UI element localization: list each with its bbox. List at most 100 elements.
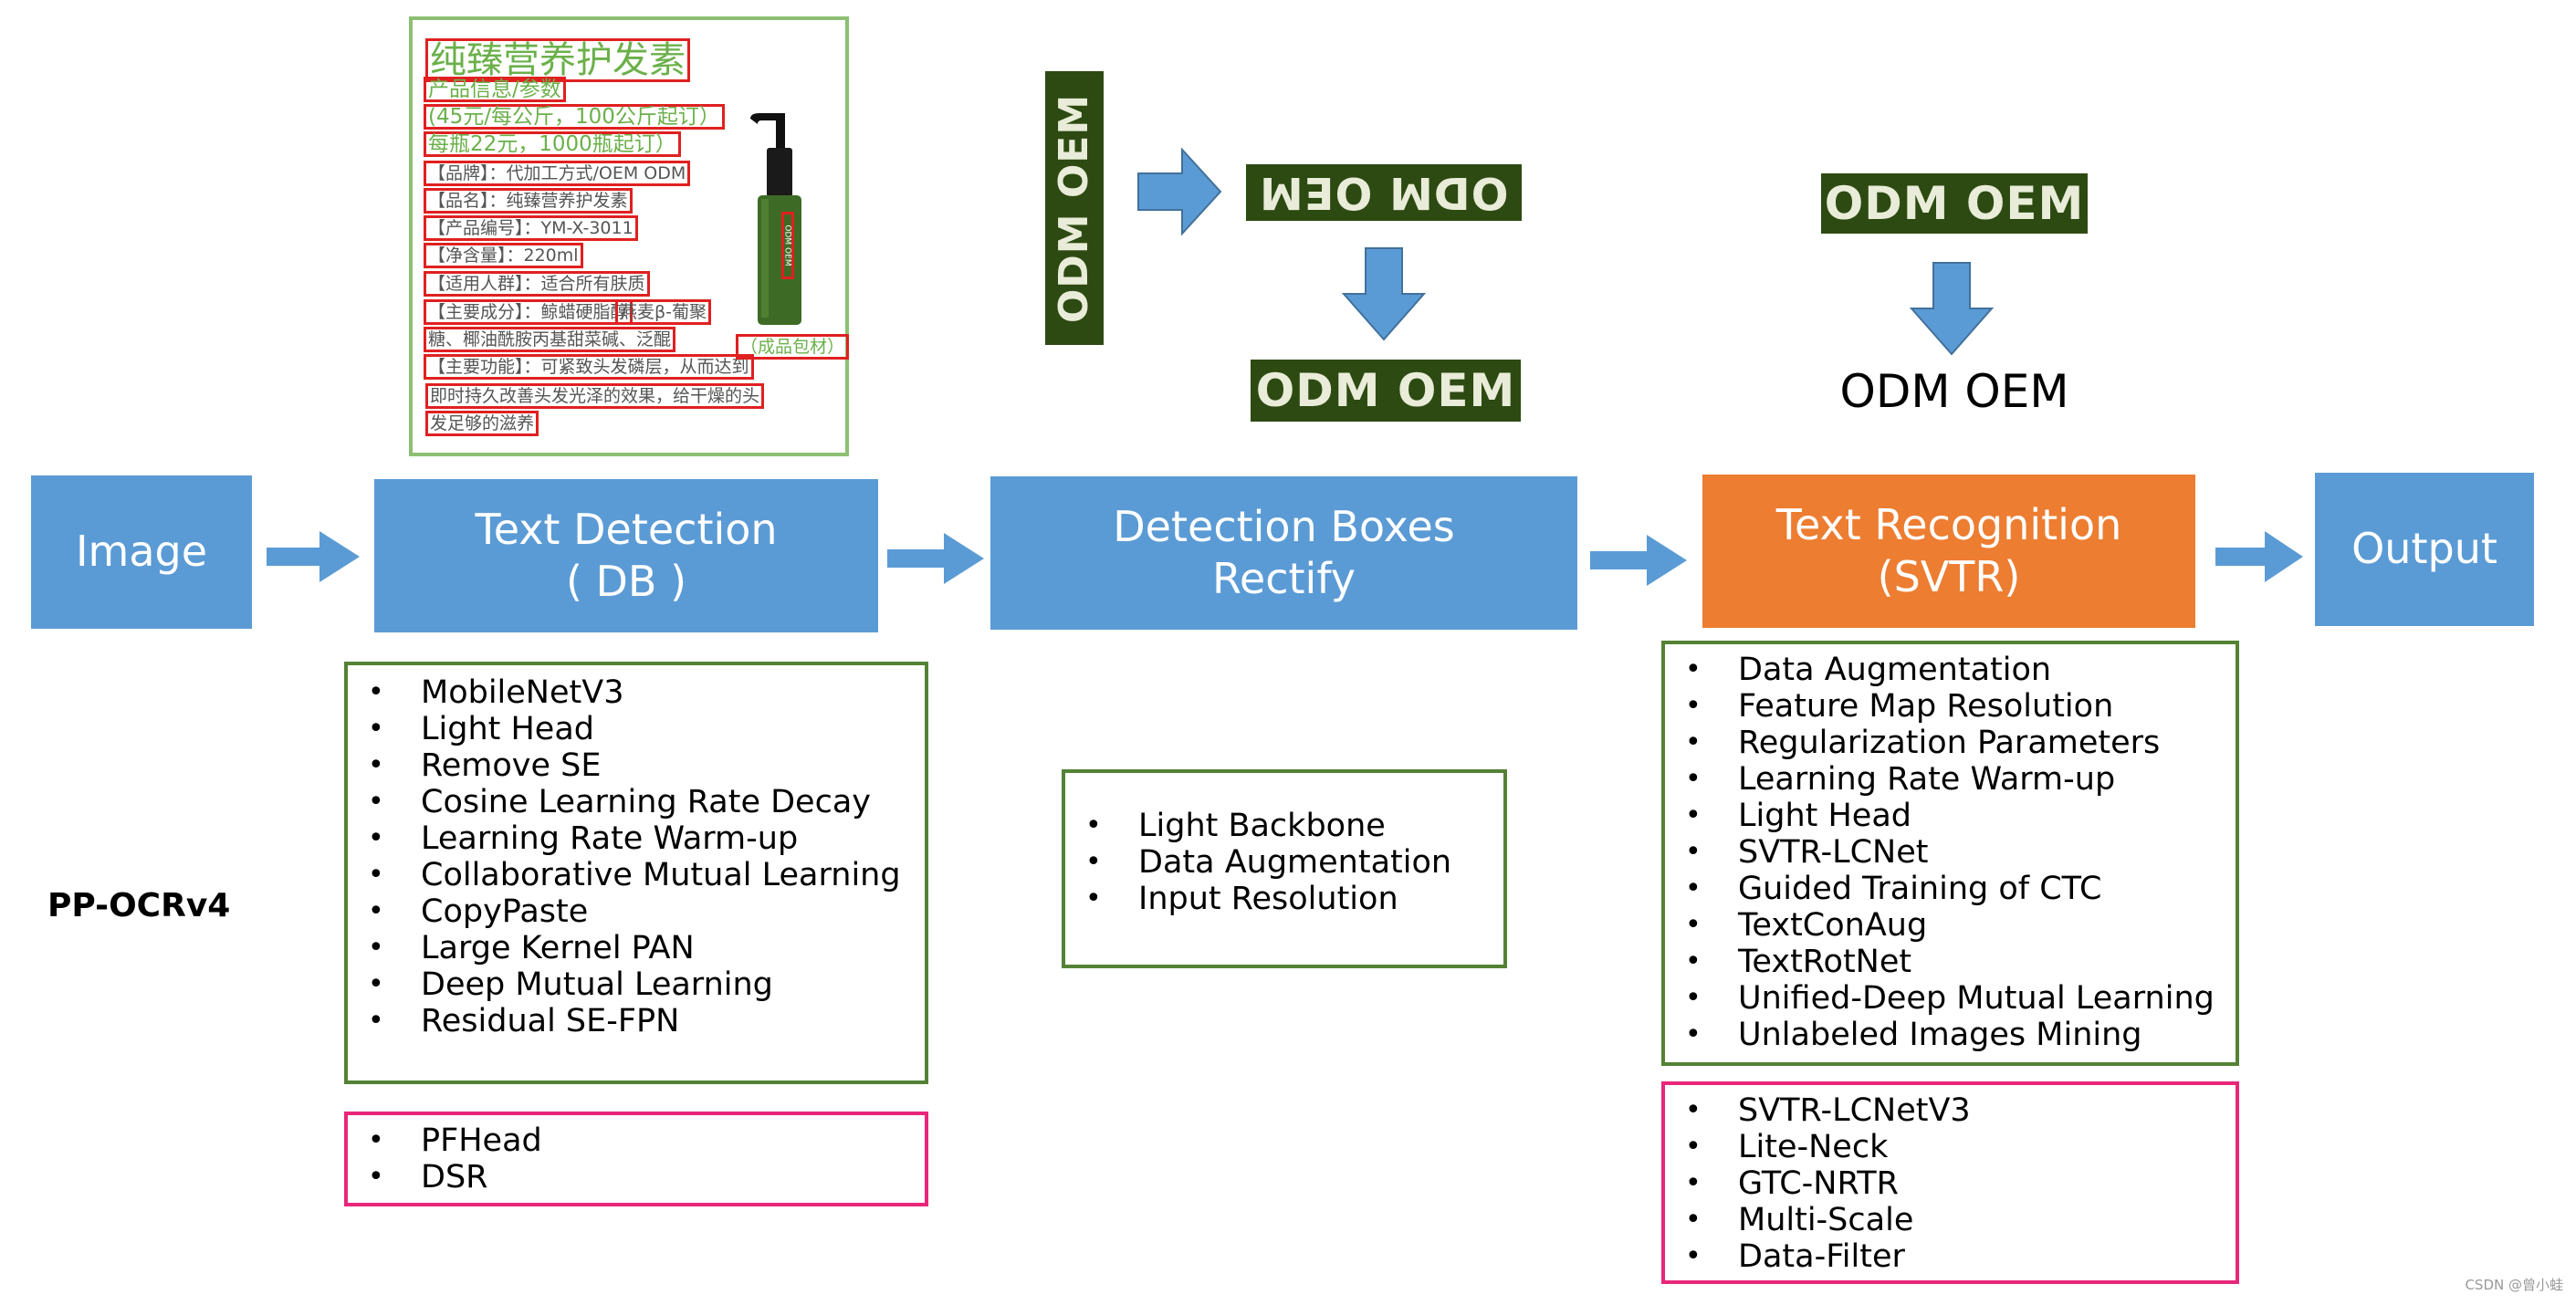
list-item: • Remove SE [348,747,925,784]
list-item: •Light Head [348,711,925,747]
bullet-icon: • [1685,945,1702,977]
detected-text-box: 【品牌】：代加工方式/OEM ODM [424,161,691,186]
rectified-text-crop: ODM OEM [1251,360,1521,422]
bullet-icon: • [1685,1094,1702,1126]
crop-text: ODM OEM [1051,93,1098,323]
bullet-icon: • [1685,726,1702,758]
arrow-right-icon [267,531,360,582]
list-item: •Large Kernel PAN [348,930,925,966]
list-item: •Guided Training of CTC [1665,871,2236,907]
bullet-icon: • [1085,846,1102,878]
list-item: •Multi-Scale [1665,1202,2236,1238]
list-item: • Data Augmentation [1665,652,2236,688]
detected-text-box: 燕麦β-葡聚 [615,299,711,325]
detected-text-box: 糖、椰油酰胺丙基甜菜碱、泛醌 [424,327,676,352]
bullet-icon: • [368,1161,384,1193]
list-item-label: Unlabeled Images Mining [1738,1017,2142,1053]
crop-text: ODM OEM [1259,167,1509,218]
list-item-label: Data Augmentation [1138,844,1452,881]
list-item-label: Deep Mutual Learning [421,966,773,1003]
arrow-right-icon [887,533,984,584]
list-item-label: TextConAug [1738,907,1928,944]
watermark: CSDN @曾小蛙 [2465,1277,2563,1293]
bullet-icon: • [1685,763,1702,795]
stage-text-detection: Text Detection ( DB ) [374,479,878,632]
detected-text-box: 每瓶22元，1000瓶起订） [424,131,681,157]
bullet-icon: • [1685,909,1702,941]
list-item-label: Light Head [1738,798,1911,834]
list-item: •Unified-Deep Mutual Learning [1665,980,2236,1017]
list-item-label: CopyPaste [421,893,589,930]
bullet-icon: • [1685,1131,1702,1163]
bullet-icon: • [1685,653,1702,685]
bullet-icon: • [1685,872,1702,904]
list-item: •Learning Rate Warm-up [1665,761,2236,798]
list-item: • Cosine Learning Rate Decay [348,784,925,820]
list-item: • Data Augmentation [1065,844,1503,881]
stage-image: Image [31,475,252,629]
list-item-label: Collaborative Mutual Learning [421,857,901,893]
arrow-right-icon [1590,535,1687,586]
arrow-right-icon [1137,147,1222,236]
list-item: •Data-Filter [1665,1238,2236,1275]
bullet-icon: • [368,859,384,891]
list-item-label: GTC-NRTR [1738,1165,1899,1202]
detected-text-box: 【产品编号】：YM-X-3011 [424,215,638,241]
list-item: • Unlabeled Images Mining [1665,1017,2236,1053]
bullet-icon: • [368,749,384,781]
list-item: •PFHead [348,1122,925,1159]
rectify-techniques-list: • Light Backbone• Data Augmentation•Input … [1062,769,1507,968]
list-item: •MobileNetV3 [348,674,925,711]
detected-text-box: 【主要成分】：鲸蜡硬脂醇 [424,299,633,325]
list-item-label: Learning Rate Warm-up [421,820,799,857]
detected-text-box: 即时持久改善头发光泽的效果，给干燥的头 [425,383,765,409]
list-item: • Light Head [1665,798,2236,834]
recognition-techniques-list: •Data Augmentation•Feature Map Resolutio… [1661,641,2239,1066]
list-item-label: Cosine Learning Rate Decay [421,784,871,820]
detected-text-box: 【主要功能】：可紧致头发磷层，从而达到 [424,354,754,380]
list-item-label: Residual SE-FPN [421,1003,680,1039]
list-item-label: Input Resolution [1138,881,1398,917]
list-item: • DSR [348,1159,925,1195]
stage-output: Output [2315,473,2534,626]
list-item-label: Multi-Scale [1738,1202,1914,1238]
list-item: •Residual SE-FPN [348,1003,925,1039]
list-item-label: Feature Map Resolution [1738,688,2114,725]
list-item-label: TextRotNet [1738,944,1912,980]
bullet-icon: • [1685,799,1702,831]
list-item: • TextRotNet [1665,944,2236,980]
list-item: • CopyPaste [348,893,925,930]
bullet-icon: • [368,895,384,927]
list-item-label: SVTR-LCNetV3 [1738,1092,1971,1129]
product-image: 纯臻营养护发素 产品信息/参数 (45元/每公斤，100公斤起订） 每瓶22元，… [409,16,850,456]
bullet-icon: • [1685,836,1702,868]
arrow-right-icon [2215,531,2303,582]
list-item-label: DSR [421,1159,488,1195]
bullet-icon: • [1685,1167,1702,1199]
stage-detection-rectify: Detection Boxes Rectify [990,476,1577,630]
recognition-input-crop: ODM OEM [1821,173,2088,234]
arrow-down-icon [1909,262,1995,356]
list-item: • Learning Rate Warm-up [348,820,925,857]
bullet-icon: • [1685,1018,1702,1050]
list-item-label: Data Augmentation [1738,652,2052,688]
list-item: •Lite-Neck [1665,1129,2236,1165]
detected-text-box: 产品信息/参数 [424,77,566,102]
detection-techniques-list: •MobileNetV3•Light Head•Remove SE•Cosine… [344,662,928,1084]
bullet-icon: • [368,822,384,854]
recognition-result: ODM OEM [1839,365,2069,418]
detection-new-techniques-list: •PFHead• DSR [344,1112,928,1206]
detected-text-box: 【品名】：纯臻营养护发素 [424,188,633,214]
stage-text-recognition: Text Recognition (SVTR) [1702,475,2195,628]
list-item-label: Light Backbone [1138,808,1386,844]
bullet-icon: • [368,786,384,818]
list-item-label: Large Kernel PAN [421,930,695,966]
list-item-label: Remove SE [421,747,602,784]
recognition-new-techniques-list: •SVTR-LCNetV3•Lite-Neck•GTC-NRTR•Multi-S… [1661,1081,2239,1284]
bullet-icon: • [368,968,384,1000]
detected-text-box: （成品包材） [736,334,850,360]
list-item: •Regularization Parameters [1665,725,2236,761]
detected-text-box: 纯臻营养护发素 [425,38,690,82]
list-item: •Input Resolution [1065,881,1503,917]
list-item: •Feature Map Resolution [1665,688,2236,725]
